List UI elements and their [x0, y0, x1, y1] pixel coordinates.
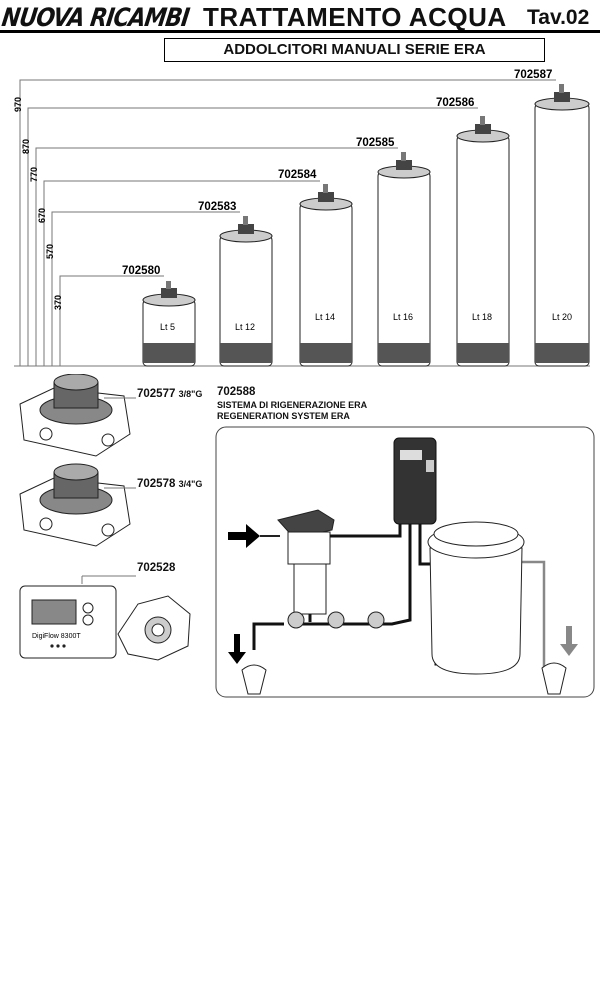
dimension-labels: 970 870 770 670 570 370 — [13, 97, 63, 310]
code-702584: 702584 — [278, 169, 317, 181]
flow-meter[interactable]: DigiFlow 8300T — [18, 574, 198, 670]
code-702583: 702583 — [198, 201, 236, 213]
valve-code-2: 702578 3/4"G — [137, 478, 203, 490]
height-label-770: 770 — [29, 167, 39, 182]
height-label-570: 570 — [45, 244, 55, 259]
capacity-label: Lt 20 — [552, 312, 572, 322]
meter-display-label: DigiFlow 8300T — [32, 633, 81, 640]
page-title: TRATTAMENTO ACQUA — [203, 2, 507, 32]
regeneration-code: 702588 — [217, 386, 256, 398]
softener-diagram: 970 870 770 670 570 370 702587 702586 70… — [13, 69, 590, 367]
height-label-870: 870 — [21, 139, 31, 154]
drain-arrow-right-icon — [541, 626, 578, 695]
mini-valves — [287, 611, 385, 629]
height-label-670: 670 — [37, 208, 47, 223]
dim-line-570 — [51, 211, 240, 366]
dim-line-870 — [27, 107, 478, 366]
code-702585: 702585 — [356, 137, 395, 149]
meter-code: 702528 — [137, 562, 176, 574]
valve-702578[interactable] — [19, 463, 131, 547]
drain-arrow-left-icon — [228, 634, 267, 695]
valve-section — [19, 374, 136, 547]
capacity-label: Lt 16 — [393, 312, 413, 322]
regeneration-title-it: SISTEMA DI RIGENERAZIONE ERA — [217, 400, 368, 410]
dim-line-770 — [35, 147, 398, 366]
capacity-label: Lt 14 — [315, 312, 335, 322]
regeneration-diagram — [215, 426, 595, 698]
header-rule — [0, 30, 600, 33]
code-702580: 702580 — [122, 265, 160, 277]
softener-codes: 702587 702586 702585 702584 702583 70258… — [122, 69, 552, 277]
capacity-label: Lt 12 — [235, 322, 255, 332]
table-number: Tav.02 — [527, 6, 590, 29]
height-label-970: 970 — [13, 97, 23, 112]
capacity-label: Lt 5 — [160, 322, 175, 332]
page-subtitle: ADDOLCITORI MANUALI SERIE ERA — [164, 38, 545, 62]
code-702586: 702586 — [436, 97, 474, 109]
dim-line-970 — [19, 79, 556, 366]
dim-line-670 — [43, 180, 320, 366]
regeneration-title-en: REGENERATION SYSTEM ERA — [217, 411, 350, 421]
pre-filter[interactable] — [277, 509, 335, 615]
brand-logo: NUOVA RICAMBI — [0, 4, 191, 33]
dimension-lines — [14, 79, 590, 367]
softener-tank-702583[interactable]: Lt 12 — [219, 216, 273, 367]
valve-code-1: 702577 3/8"G — [137, 388, 203, 400]
softener-tank-702580[interactable]: Lt 5 — [142, 281, 196, 367]
softener-tank-702584[interactable]: Lt 14 — [299, 184, 353, 367]
valve-702577[interactable] — [19, 374, 131, 457]
height-label-370: 370 — [53, 295, 63, 310]
softener-tank-702587[interactable]: Lt 20 — [534, 84, 590, 367]
capacity-label: Lt 18 — [472, 312, 492, 322]
softener-tank-702585[interactable]: Lt 16 — [377, 152, 431, 367]
inlet-arrow-icon — [228, 524, 260, 548]
controller-unit[interactable] — [393, 437, 437, 525]
code-702587: 702587 — [514, 69, 552, 81]
softener-tank-702586[interactable]: Lt 18 — [456, 116, 510, 367]
meter-body — [117, 595, 191, 661]
dim-line-370 — [59, 275, 164, 366]
brine-tank[interactable] — [427, 521, 525, 675]
